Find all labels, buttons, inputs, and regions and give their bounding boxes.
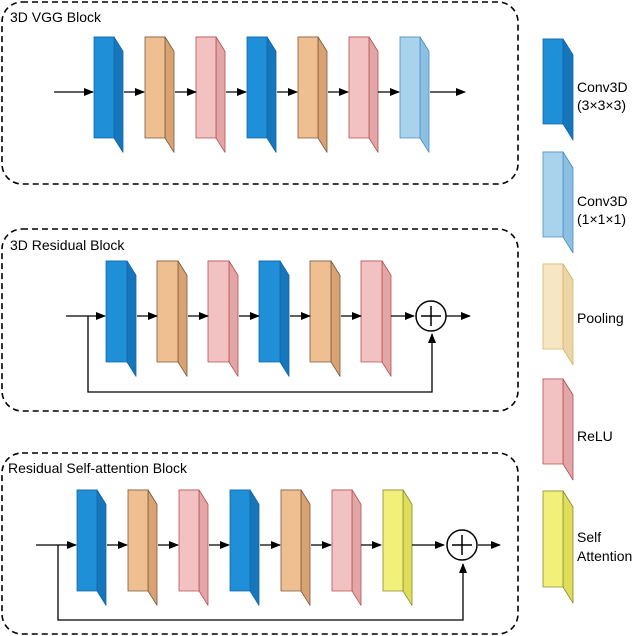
residual-layer-conv3 (258, 260, 290, 377)
legend-conv3-icon (542, 38, 574, 141)
attention-arrows (36, 541, 501, 621)
legend-pool-icon (542, 263, 574, 366)
legend-pool-label: Pooling (577, 310, 624, 326)
attention-layer-pool (127, 489, 158, 606)
legend-attn-icon (542, 490, 574, 604)
residual-block-title: 3D Residual Block (10, 237, 125, 253)
attention-add-icon (446, 529, 478, 561)
residual-layer-conv3 (105, 260, 137, 377)
vgg-layer-stack (93, 36, 430, 153)
attention-layer-stack (76, 489, 413, 606)
residual-layer-relu (360, 260, 392, 377)
legend-attn-label-line1: Self (577, 529, 601, 545)
residual-add-icon (415, 300, 447, 332)
vgg-layer-relu (348, 36, 379, 153)
residual-layer-pool (309, 260, 341, 377)
residual-layer-stack (105, 260, 392, 377)
attention-layer-pool (280, 489, 311, 606)
attention-layer-conv3 (76, 489, 107, 606)
residual-layer-relu (207, 260, 239, 377)
attention-layer-relu (178, 489, 209, 606)
attention-layer-attn (382, 489, 413, 606)
legend-attn-label-line2: Attention (577, 548, 632, 564)
vgg-layer-conv1 (399, 36, 430, 153)
vgg-layer-conv3 (93, 36, 124, 153)
legend-conv3-label-line2: (3×3×3) (577, 97, 626, 113)
attention-block-title: Residual Self-attention Block (8, 460, 188, 476)
legend-conv1-icon (542, 151, 574, 254)
residual-arrows (66, 312, 471, 393)
vgg-block-title: 3D VGG Block (10, 9, 102, 25)
vgg-layer-relu (195, 36, 226, 153)
residual-layer-pool (156, 260, 188, 377)
vgg-layer-pool (297, 36, 328, 153)
legend (542, 38, 574, 604)
legend-relu-label: ReLU (577, 428, 613, 444)
attention-layer-conv3 (229, 489, 260, 606)
attention-layer-relu (331, 489, 362, 606)
legend-conv1-label-line2: (1×1×1) (577, 211, 626, 227)
legend-conv3-label-line1: Conv3D (577, 79, 628, 95)
legend-conv1-label-line1: Conv3D (577, 193, 628, 209)
vgg-layer-pool (144, 36, 175, 153)
legend-relu-icon (542, 378, 574, 481)
vgg-layer-conv3 (246, 36, 277, 153)
